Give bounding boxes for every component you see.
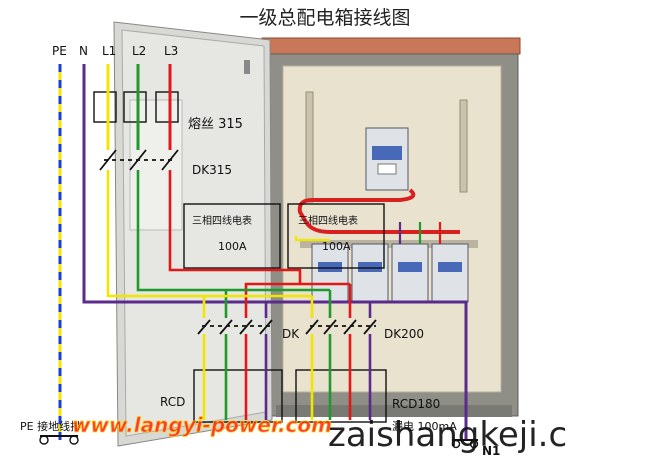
box-roof [261,37,521,55]
rcd-left-box [193,369,283,423]
label-pe-bar: PE 接地线排 [20,419,81,433]
incoming-wires [58,64,468,440]
label-n: N [79,44,88,58]
label-main-switch: DK315 [192,163,232,177]
din-rail [300,240,478,248]
label-dk-right: DK200 [384,327,424,341]
fuse-l3 [155,91,179,123]
label-pe: PE [52,44,67,58]
label-rcd-left: RCD [160,395,185,409]
watermark-brand: zaishangkeji.c [328,415,567,455]
box-plinth [276,405,512,417]
distribution-box [261,37,521,417]
label-l2: L2 [132,44,146,58]
branch-breaker [431,243,469,303]
label-meter-left: 三相四线电表 [192,214,252,227]
fuses [93,91,179,123]
fuse-l2 [123,91,147,123]
watermark-site: www.langyi-power.com [72,413,332,437]
terminal-bar-right [459,99,468,193]
meter-left [183,203,281,269]
main-breaker [365,127,409,191]
phase-distribution-wires [106,170,372,318]
label-meter-right-current: 100A [322,240,351,253]
terminal-bar-left [305,91,314,203]
dk-switch-contacts [197,319,377,335]
diagram-title: 一级总配电箱接线图 [239,7,410,29]
main-switch-contacts [99,149,179,171]
n1-bar [451,439,479,449]
box-door [113,21,273,447]
wire-n [82,64,468,330]
label-l1: L1 [102,44,116,58]
label-rcd-right-note: 漏电 100mA [392,420,457,433]
branch-breakers [311,243,469,303]
meter-output-wires [294,222,442,244]
label-l3: L3 [164,44,178,58]
rcd-right-box [295,369,387,423]
branch-breaker [351,243,389,303]
door-hinge [244,60,250,74]
fuse-l1 [93,91,117,123]
label-n1: N1 [482,444,500,458]
branch-breaker [391,243,429,303]
label-meter-left-current: 100A [218,240,247,253]
label-meter-right: 三相四线电表 [298,214,358,227]
meter-right [287,203,385,269]
rcd-feed-wires [202,334,372,420]
label-fuse: 熔丝 315 [188,117,243,132]
label-dk-left: DK [282,327,300,341]
pe-ground-bar [39,435,79,445]
label-rcd-right: RCD180 [392,397,440,411]
